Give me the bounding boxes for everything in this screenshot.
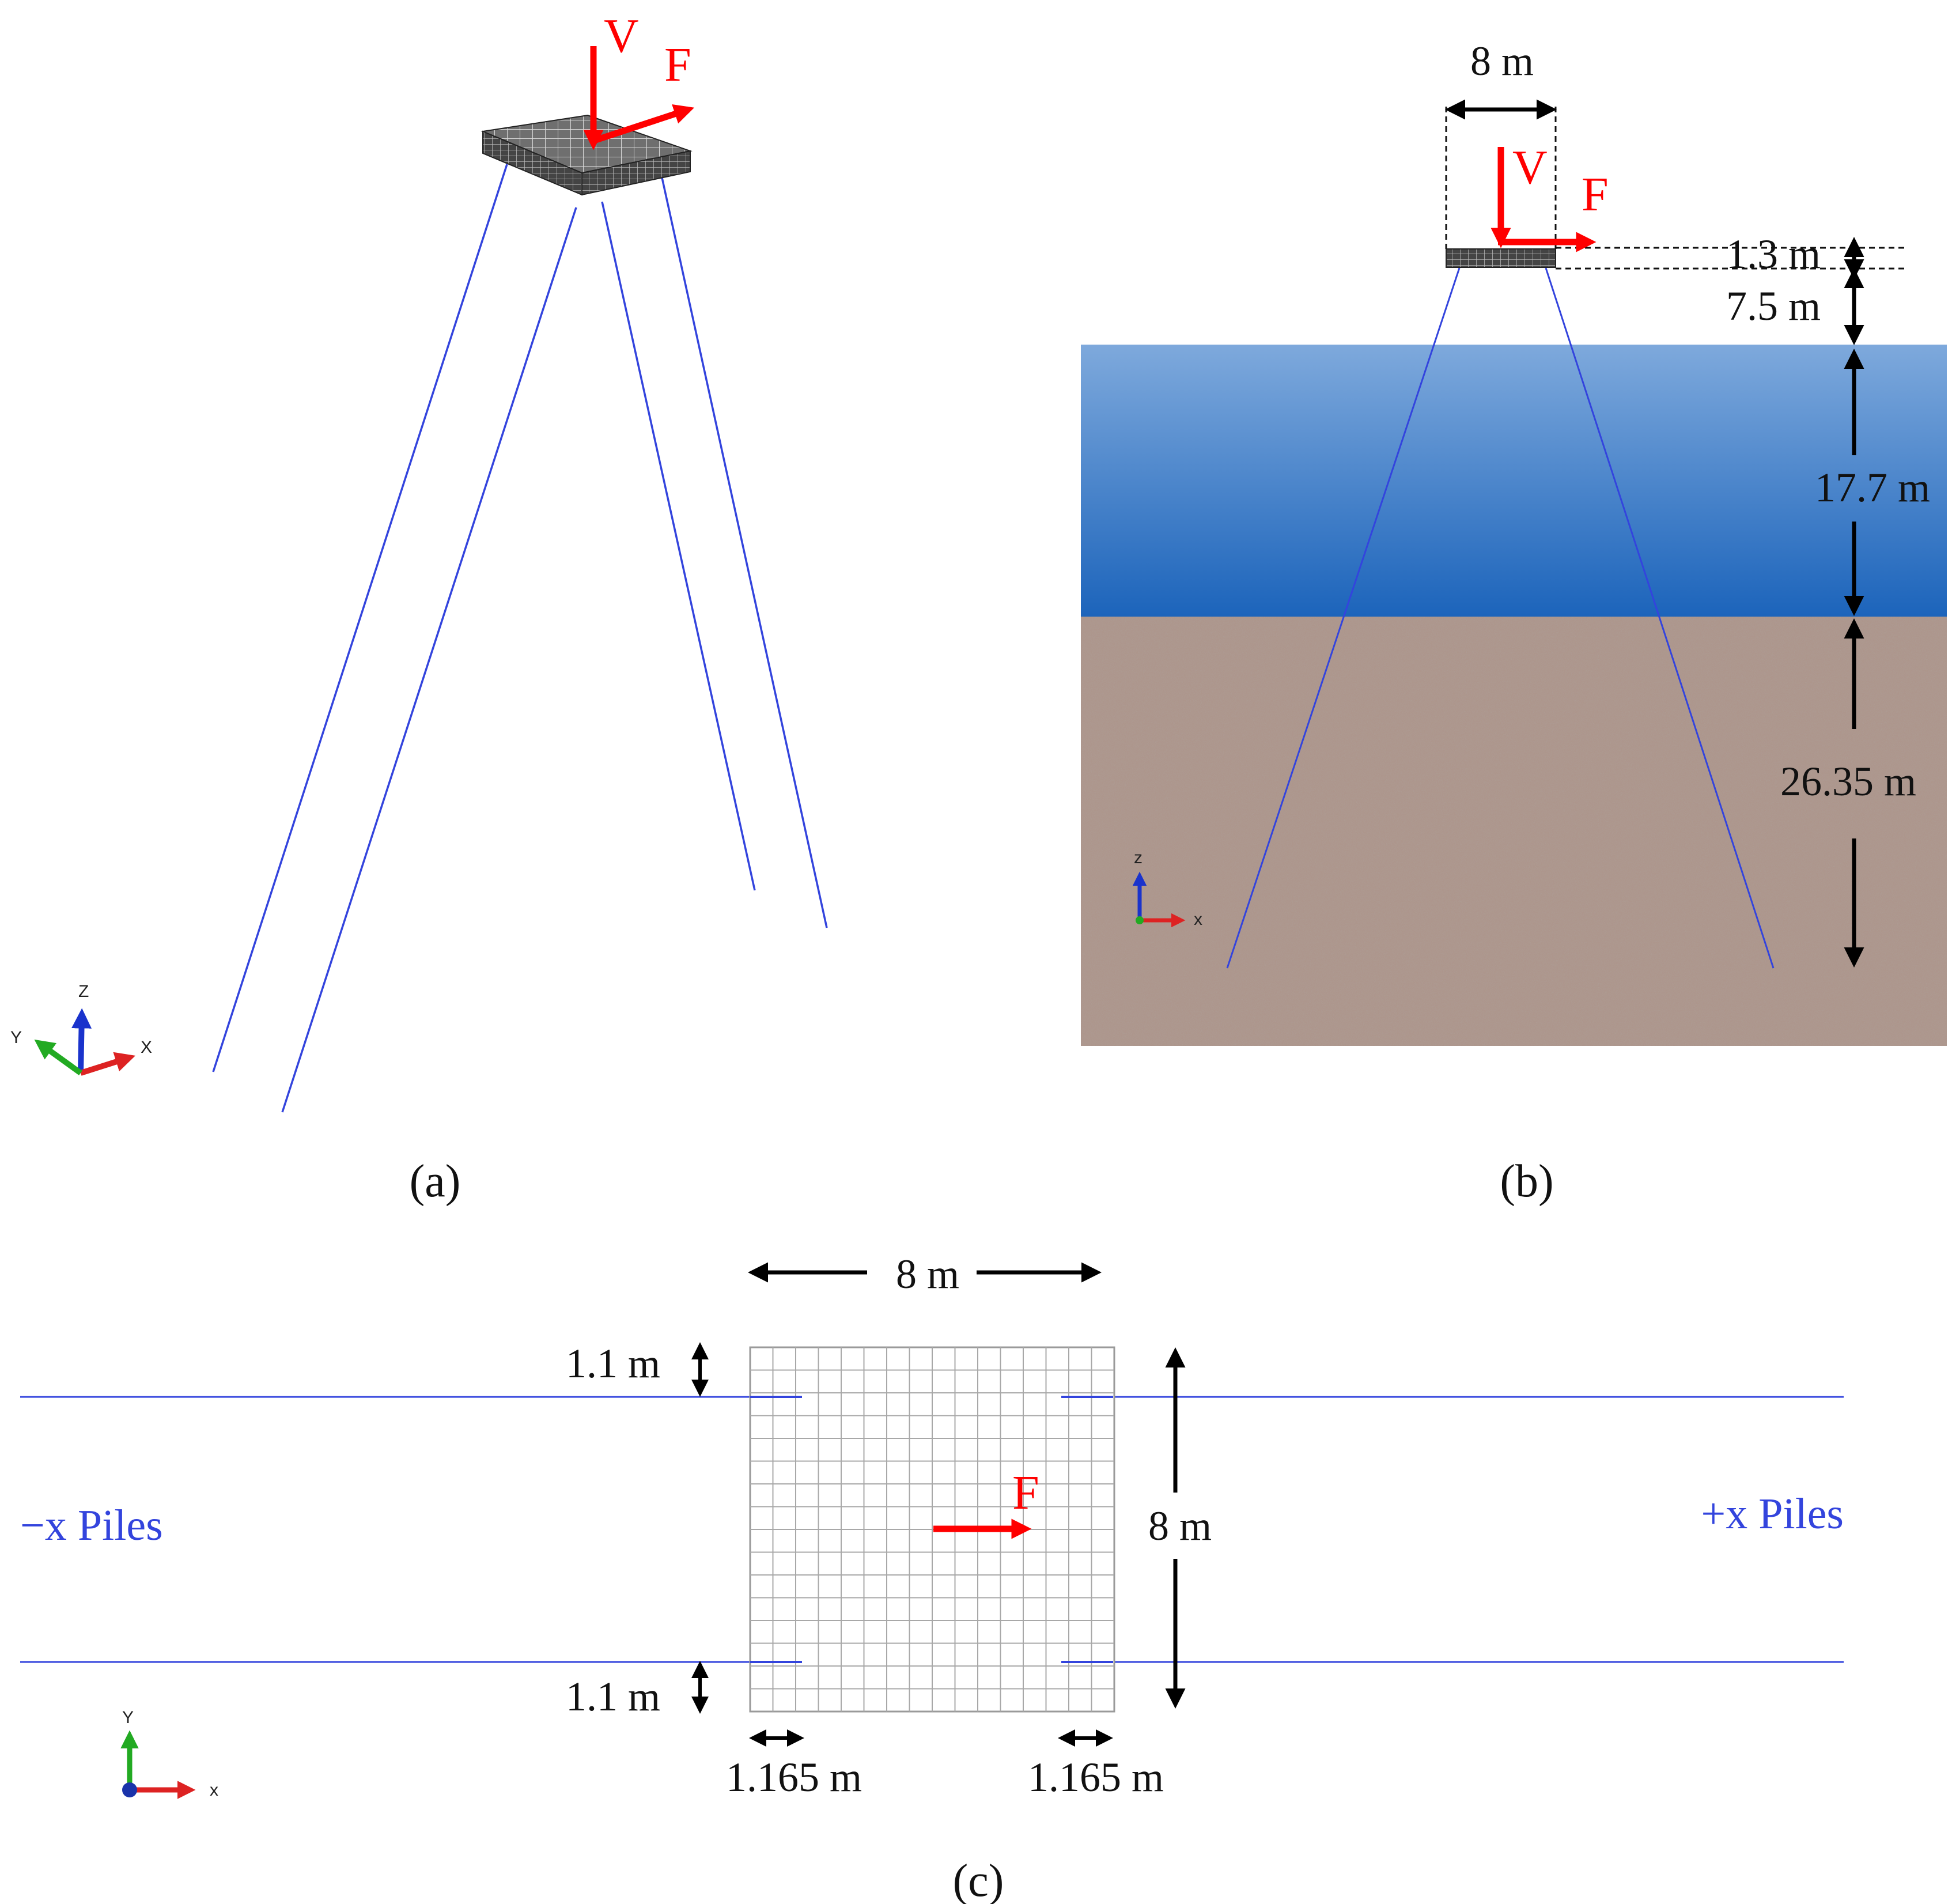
pile-cap-elevation: [1446, 248, 1556, 268]
horizontal-load-label-c: F: [1012, 1466, 1039, 1520]
pile-cap-plan-mesh: [749, 1346, 1115, 1713]
vertical-load-label: V: [604, 9, 639, 63]
caption-b: (b): [1500, 1156, 1553, 1207]
z-axis-label: Z: [78, 982, 89, 1001]
caption-c: (c): [953, 1856, 1004, 1904]
cap-right-face: [581, 150, 691, 196]
air-gap-label: 7.5 m: [1726, 283, 1821, 329]
x-axis-arrow: [80, 1052, 136, 1076]
bottom-offset-label: 1.1 m: [566, 1673, 660, 1720]
pile-lines-plan: [20, 1396, 1844, 1663]
x-axis-label-c: x: [210, 1781, 218, 1800]
cap-thickness-label: 1.3 m: [1726, 231, 1821, 277]
left-embed-label: 1.165 m: [726, 1754, 862, 1800]
horizontal-load-label-b: F: [1582, 168, 1609, 221]
axis-triad-c: Y x: [120, 1708, 218, 1800]
pile-a-3: [601, 201, 756, 891]
right-embed-label: 1.165 m: [1028, 1754, 1164, 1800]
z-axis-dot-c: [122, 1782, 137, 1797]
panel-a: V F Z X Y (a): [10, 9, 828, 1207]
pile-a-4: [659, 167, 828, 928]
pile-stubs-in-cap: [750, 1396, 1113, 1663]
y-axis-label: Y: [10, 1028, 22, 1047]
horizontal-load-label: F: [664, 38, 691, 92]
axis-triad-b: z x: [1132, 848, 1202, 929]
z-axis-arrow: [71, 1008, 92, 1074]
caption-a: (a): [410, 1156, 461, 1207]
piles-elevation: [1226, 267, 1775, 969]
pile-b-right: [1545, 267, 1775, 969]
y-axis-arrow: [34, 1039, 82, 1076]
left-pile-group-label: −x Piles: [20, 1501, 163, 1550]
pile-a-1: [212, 164, 508, 1072]
water-depth-label: 17.7 m: [1815, 464, 1930, 511]
y-axis-label-c: Y: [122, 1708, 134, 1727]
horizontal-load-arrow: [591, 104, 695, 145]
axis-triad-a: Z X Y: [10, 982, 152, 1076]
water-layer: [1081, 345, 1947, 617]
panel-c: 8 m 8 m 1.1 m 1.1 m 1.165 m 1.165 m F −x…: [20, 1251, 1844, 1904]
loads-3d: V F: [583, 9, 695, 150]
y-axis-dot-b: [1136, 916, 1144, 924]
cap-width-label-c: 8 m: [896, 1251, 959, 1297]
x-axis-label: X: [141, 1038, 152, 1057]
cap-width-guides: [1445, 107, 1904, 270]
soil-layer: [1081, 617, 1947, 1046]
cap-height-label-c: 8 m: [1148, 1503, 1212, 1549]
pile-cap-3d: [481, 114, 693, 196]
piles-3d: [212, 164, 828, 1113]
x-axis-label-b: x: [1194, 910, 1202, 929]
panel-b: 8 m V F 1.3 m 7.5 m 17.7 m 26.35 m z x (…: [1081, 38, 1947, 1207]
right-pile-group-label: +x Piles: [1701, 1490, 1844, 1538]
embedment-label: 26.35 m: [1780, 758, 1916, 804]
pile-a-2: [281, 207, 577, 1113]
cap-width-label: 8 m: [1470, 38, 1534, 84]
pile-b-left: [1226, 267, 1461, 969]
top-offset-label: 1.1 m: [566, 1340, 660, 1387]
z-axis-label-b: z: [1134, 848, 1143, 867]
vertical-load-label-b: V: [1512, 141, 1548, 194]
